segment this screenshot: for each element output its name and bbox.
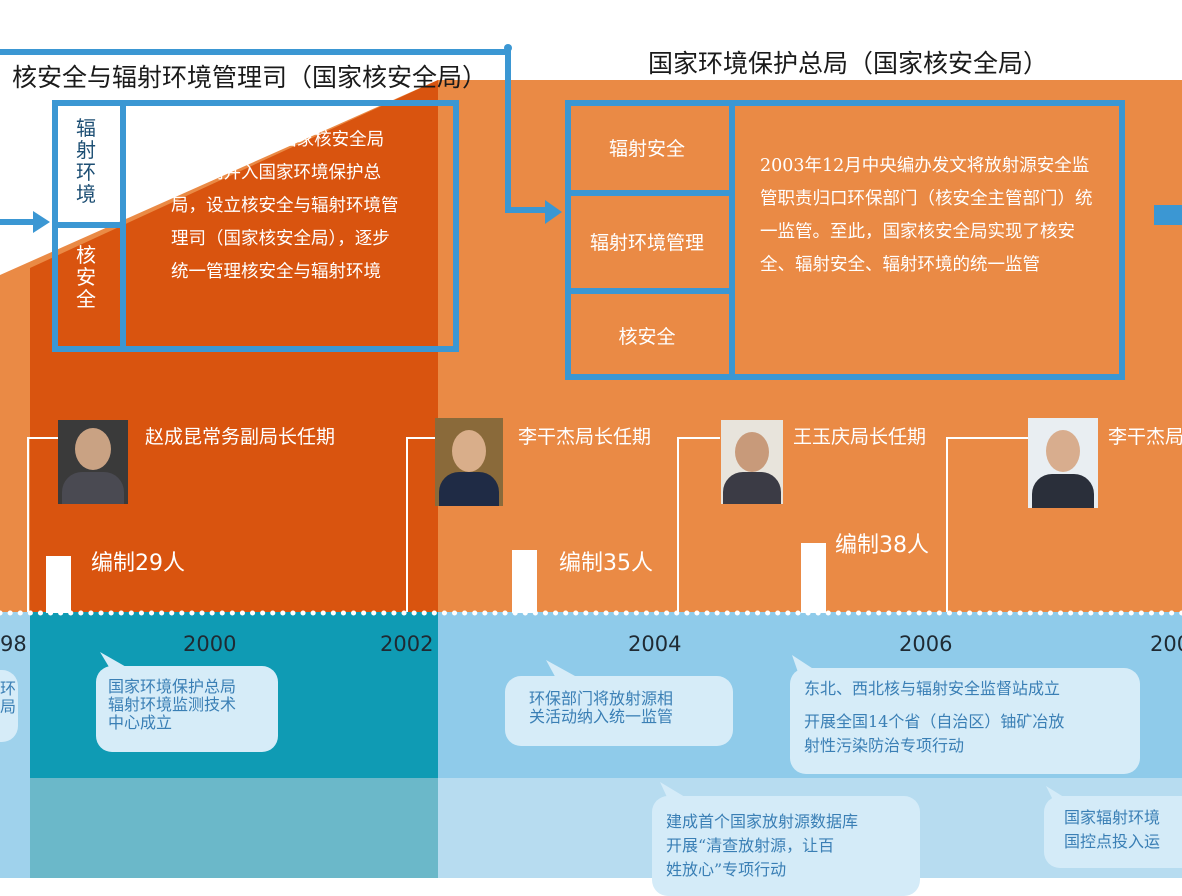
right-header-title: 国家环境保护总局（国家核安全局）: [648, 49, 1049, 78]
leader-term-4: 李干杰局: [1108, 426, 1182, 448]
left-description: 1998年6月，国家核安全局整建制并入国家环境保护总局，设立核安全与辐射环境管理…: [171, 130, 399, 282]
connector-top: [0, 49, 545, 213]
year-2006: 2006: [899, 632, 953, 656]
label-nuclear-safety: 核安全: [76, 243, 96, 311]
left-header-title: 核安全与辐射环境管理司（国家核安全局）: [12, 63, 488, 92]
event-bubble-6: 国家辐射环境 国控点投入运: [1044, 796, 1182, 868]
staffing-label-2: 编制35人: [559, 551, 653, 576]
right-info-box: [565, 100, 1125, 380]
leader-term-2: 李干杰局长任期: [518, 426, 652, 448]
leader-photo-2: [435, 418, 503, 506]
leader-term-1: 赵成昆常务副局长任期: [145, 426, 336, 448]
label-radiation-env: 辐射环境: [76, 116, 96, 206]
year-2004: 2004: [628, 632, 682, 656]
event-4-line-2: 开展全国14个省（自治区）铀矿冶放 射性污染防治专项行动: [804, 712, 1065, 755]
arrow-right-icon: [545, 200, 562, 224]
leader-photo-4: [1028, 418, 1098, 508]
arrow-left-icon: [33, 211, 50, 233]
cell-radiation-safety: 辐射安全: [608, 138, 685, 160]
leader-term-3: 王玉庆局长任期: [793, 426, 927, 448]
year-2002: 2002: [380, 632, 434, 656]
event-4-line-1: 东北、西北核与辐射安全监督站成立: [804, 679, 1061, 698]
right-description: 2003年12月中央编办发文将放射源安全监管职责归口环保部门（核安全主管部门）统…: [760, 156, 1093, 275]
year-2000: 2000: [183, 632, 237, 656]
event-bubble-2: 国家环境保护总局 辐射环境监测技术 中心成立: [96, 666, 278, 752]
event-bubble-1: 环 局: [0, 670, 18, 742]
cell-nuclear-safety: 核安全: [618, 326, 676, 348]
year-2008: 200: [1150, 632, 1182, 656]
staff-bar-1: [46, 556, 71, 613]
year-1998: 98: [0, 632, 27, 656]
event-bubble-4: 东北、西北核与辐射安全监督站成立 开展全国14个省（自治区）铀矿冶放 射性污染防…: [790, 668, 1140, 774]
event-bubble-5: 建成首个国家放射源数据库 开展“清查放射源，让百 姓放心”专项行动: [652, 796, 920, 896]
leader-photo-3: [721, 420, 783, 504]
staffing-label-3: 编制38人: [835, 533, 929, 558]
staff-bar-3: [801, 543, 826, 613]
left-info-box: [52, 100, 459, 352]
leader-photo-1: [58, 420, 128, 504]
event-bubble-3: 环保部门将放射源相 关活动纳入统一监管: [505, 676, 733, 746]
staffing-label-1: 编制29人: [91, 551, 185, 576]
staff-bar-2: [512, 550, 537, 613]
cell-radiation-env-mgmt: 辐射环境管理: [589, 232, 704, 254]
